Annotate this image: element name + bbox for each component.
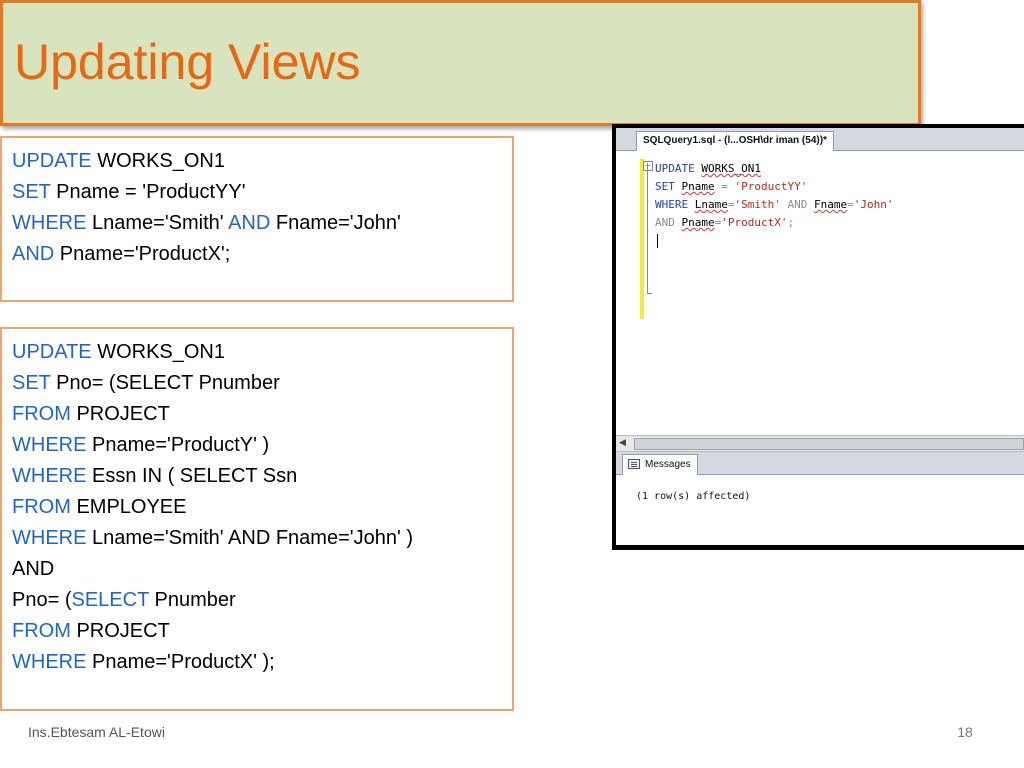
- sql-text: Pname='ProductX' );: [86, 651, 275, 673]
- sql-line: WHERE Lname='Smith' AND Fname='John' ): [12, 523, 502, 554]
- collapse-toggle-icon[interactable]: −: [643, 161, 653, 171]
- sql-keyword: SET: [12, 372, 51, 394]
- outline-line: [647, 163, 648, 223]
- sql-line: WHERE Essn IN ( SELECT Ssn: [12, 461, 502, 492]
- sql-text: Pno= (: [12, 589, 72, 611]
- sql-keyword: WHERE: [12, 434, 87, 456]
- sql-text: Lname='Smith' AND Fname='John' ): [86, 527, 413, 549]
- sql-text: WORKS_ON1: [91, 341, 225, 363]
- code-line-4: AND Pname='ProductX';: [655, 216, 795, 229]
- slide-number: 18: [957, 724, 973, 740]
- sql-line: AND: [12, 554, 502, 585]
- sql-line: UPDATE WORKS_ON1: [12, 337, 502, 368]
- sql-keyword: WHERE: [12, 212, 87, 234]
- sql-line: FROM EMPLOYEE: [12, 492, 502, 523]
- query-editor[interactable]: − UPDATE WORKS_ON1 SET Pname = 'ProductY…: [616, 151, 1024, 435]
- sql-keyword: UPDATE: [12, 341, 92, 363]
- sql-line: WHERE Pname='ProductY' ): [12, 430, 502, 461]
- sql-text: Pname = 'ProductYY': [50, 181, 246, 203]
- sql-keyword: FROM: [12, 403, 71, 425]
- sql-text: Pname='ProductY' ): [86, 434, 270, 456]
- sql-keyword: AND: [228, 212, 271, 234]
- outline-end-tick: [647, 293, 652, 294]
- sql-text: PROJECT: [70, 620, 170, 642]
- sql-text: AND: [12, 558, 55, 580]
- ssms-screenshot: SQLQuery1.sql - (l...OSH\dr iman (54))* …: [612, 124, 1024, 550]
- scrollbar-thumb[interactable]: [634, 438, 1024, 450]
- messages-tab[interactable]: Messages: [622, 454, 698, 475]
- ssms-window: SQLQuery1.sql - (l...OSH\dr iman (54))* …: [616, 128, 1024, 545]
- outline-line-lower: [647, 223, 648, 293]
- sql-keyword: AND: [12, 243, 55, 265]
- sql-text: PROJECT: [70, 403, 170, 425]
- footer-author: Ins.Ebtesam AL-Etowi: [28, 724, 165, 740]
- sql-line: WHERE Pname='ProductX' );: [12, 647, 502, 678]
- messages-pane: (1 row(s) affected): [616, 475, 1024, 545]
- sql-text: Pno= (SELECT Pnumber: [50, 372, 280, 394]
- sql-keyword: WHERE: [12, 465, 87, 487]
- result-message: (1 row(s) affected): [636, 491, 751, 502]
- editor-code: UPDATE WORKS_ON1 SET Pname = 'ProductYY'…: [655, 160, 893, 232]
- scroll-left-icon[interactable]: ◀: [619, 437, 626, 447]
- editor-tab-strip: SQLQuery1.sql - (l...OSH\dr iman (54))*: [616, 128, 1024, 152]
- sql-text: Lname='Smith': [86, 212, 229, 234]
- sql-line: AND Pname='ProductX';: [12, 239, 502, 270]
- messages-tab-label: Messages: [645, 459, 691, 470]
- sql-line: WHERE Lname='Smith' AND Fname='John': [12, 208, 502, 239]
- sql-line: UPDATE WORKS_ON1: [12, 146, 502, 177]
- sql-keyword: SELECT: [71, 589, 149, 611]
- title-banner: Updating Views: [0, 0, 921, 126]
- code-line-2: SET Pname = 'ProductYY': [655, 180, 808, 193]
- sql-keyword: WHERE: [12, 651, 87, 673]
- sql-text: WORKS_ON1: [91, 150, 225, 172]
- sql-keyword: FROM: [12, 496, 71, 518]
- query-editor-tab[interactable]: SQLQuery1.sql - (l...OSH\dr iman (54))*: [636, 131, 834, 152]
- results-tab-strip: Messages: [616, 452, 1024, 475]
- sql-text: Pname='ProductX';: [54, 243, 231, 265]
- sql-line: Pno= (SELECT Pnumber: [12, 585, 502, 616]
- sql-keyword: WHERE: [12, 527, 87, 549]
- sql-line: SET Pname = 'ProductYY': [12, 177, 502, 208]
- horizontal-scrollbar[interactable]: ◀: [616, 435, 1024, 452]
- sql-line: SET Pno= (SELECT Pnumber: [12, 368, 502, 399]
- change-indicator-margin: [640, 159, 644, 319]
- sql-keyword: FROM: [12, 620, 71, 642]
- sql-keyword: UPDATE: [12, 150, 92, 172]
- code-line-1: UPDATE WORKS_ON1: [655, 162, 761, 175]
- messages-icon: [628, 459, 640, 469]
- sql-text: EMPLOYEE: [70, 496, 187, 518]
- code-line-3: WHERE Lname='Smith' AND Fname='John': [655, 198, 894, 211]
- sql-text: Essn IN ( SELECT Ssn: [86, 465, 298, 487]
- slide-title: Updating Views: [14, 34, 361, 90]
- sql-keyword: SET: [12, 181, 51, 203]
- sql-text: Pnumber: [148, 589, 236, 611]
- sql-line: FROM PROJECT: [12, 616, 502, 647]
- sql-line: FROM PROJECT: [12, 399, 502, 430]
- text-caret: [657, 234, 658, 248]
- sql-text: Fname='John': [270, 212, 401, 234]
